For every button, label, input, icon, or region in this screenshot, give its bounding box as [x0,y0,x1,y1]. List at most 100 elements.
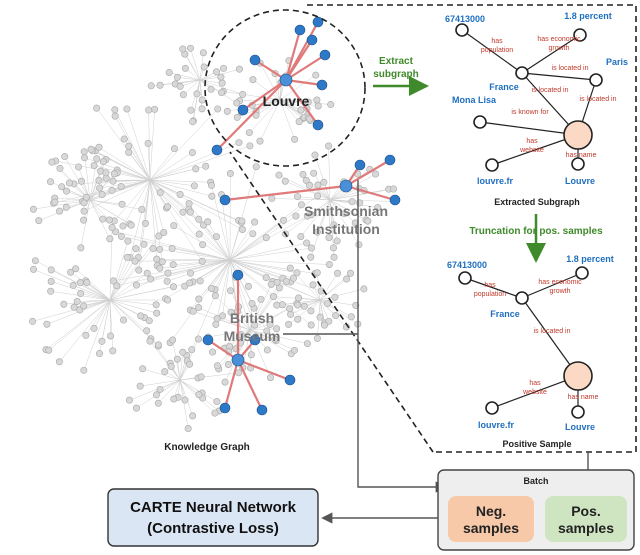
graph-node [312,71,320,79]
pos-node-label: louvre.fr [478,420,515,430]
graph-node [75,163,83,171]
graph-edge [177,77,201,81]
graph-edge [183,79,201,95]
graph-node [186,360,194,368]
graph-edge [126,108,151,181]
graph-node [197,373,205,381]
graph-node [257,295,265,303]
graph-node [295,118,303,126]
graph-node [245,129,253,137]
graph-edge [149,108,218,181]
graph-node [135,266,143,274]
graph-edge [149,148,175,181]
graph-node [55,358,63,366]
pos-node-label: Louvre [565,422,595,432]
graph-edge [149,179,195,187]
graph-edge [149,152,193,181]
graph-node [239,90,247,98]
graph-node [207,85,215,93]
positive-samples-line1: Pos. [571,503,601,519]
graph-edge [203,224,231,261]
highlight-edge [216,79,287,151]
graph-node [73,298,81,306]
graph-node [29,317,37,325]
graph-node [202,162,210,170]
graph-node [65,179,73,187]
highlight-node [237,104,249,116]
highlight-node [202,334,214,346]
graph-node [248,300,256,308]
graph-node [262,274,270,282]
graph-edge [249,329,308,344]
highlight-edge [345,159,391,187]
highlight-node [211,144,223,156]
graph-edge [329,199,353,202]
graph-node [325,142,333,150]
pos-relation-label: is located in [534,328,571,335]
graph-node [145,317,153,325]
highlight-node [316,79,328,91]
subgraph-panel-outline [229,4,637,453]
graph-node [316,313,324,321]
graph-edge [179,379,203,394]
graph-edge [259,63,281,101]
entity-label-british: British [230,310,274,326]
graph-node [309,281,317,289]
graph-node [96,184,104,192]
graph-edge [179,379,200,395]
graph-edge [83,299,111,307]
graph-node [195,304,203,312]
graph-node [223,107,231,115]
graph-edge [109,248,154,301]
graph-node [123,105,131,113]
pos-relation-label: has name [568,394,599,401]
graph-node [117,232,125,240]
graph-node [123,253,131,261]
graph-node [263,346,271,354]
graph-edge [149,179,211,183]
graph-edge [199,76,221,81]
graph-edge [229,237,267,261]
graph-node [307,307,315,315]
graph-node [211,409,219,417]
node-label-france: France [489,82,519,92]
graph-node [307,321,315,329]
graph-edge [142,368,181,381]
graph-node [80,216,88,224]
graph-node [144,139,152,147]
graph-node [331,293,339,301]
graph-node [347,313,355,321]
graph-node [235,65,243,73]
graph-node [161,368,169,376]
graph-node [244,282,252,290]
graph-node [252,163,260,171]
graph-node [190,182,198,190]
graph-edge [149,179,212,197]
graph-node [224,361,232,369]
graph-node [307,211,315,219]
highlight-edge [285,54,326,81]
highlight-node [312,16,324,28]
graph-node [154,341,162,349]
graph-edge [214,259,231,290]
graph-node [69,281,77,289]
graph-node [110,170,118,178]
graph-node [291,135,299,143]
graph-node [286,264,294,272]
graph-node [252,111,260,119]
graph-node [154,399,162,407]
graph-node [137,312,145,320]
graph-node [294,193,302,201]
graph-node [31,257,39,265]
graph-node [195,391,203,399]
graph-node [246,142,254,150]
graph-node [291,346,299,354]
graph-edge [109,257,128,301]
graph-edge [117,169,151,181]
highlight-node [256,404,268,416]
graph-node [195,230,203,238]
negative-samples-box [448,496,534,542]
graph-node [348,198,356,206]
graph-node [263,327,271,335]
graph-edge [114,179,151,222]
